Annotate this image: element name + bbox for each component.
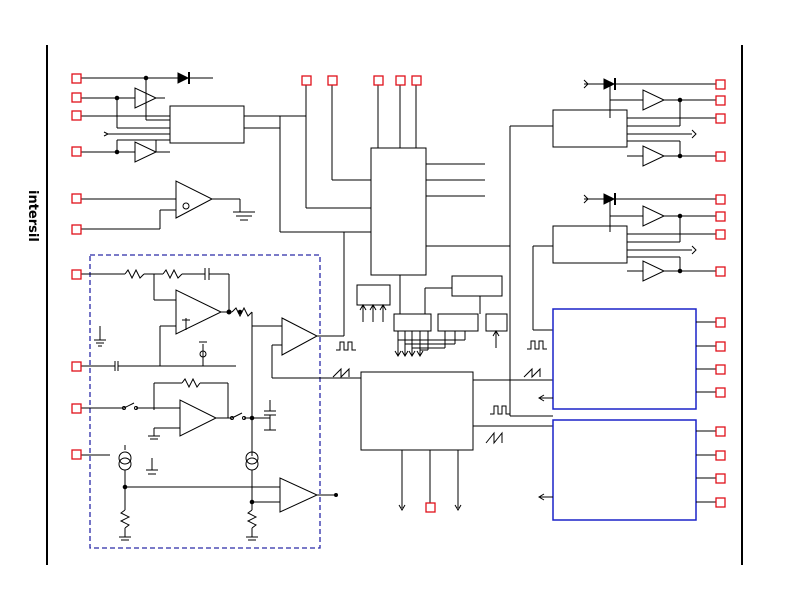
- pin[interactable]: [715, 497, 726, 508]
- pulse-icon: [336, 341, 356, 351]
- resistor-icon: [181, 377, 201, 389]
- brand-logo: intersil: [25, 190, 40, 242]
- op-amp-icon: [179, 399, 218, 437]
- current-source-icon: [118, 451, 132, 471]
- pin[interactable]: [71, 224, 82, 235]
- pin[interactable]: [71, 449, 82, 460]
- pin[interactable]: [411, 75, 422, 86]
- pin[interactable]: [715, 194, 726, 205]
- driver-block: [552, 109, 628, 148]
- pin[interactable]: [71, 110, 82, 121]
- capacitor-icon: [204, 268, 210, 280]
- comparator-icon: [281, 317, 319, 356]
- pin[interactable]: [71, 193, 82, 204]
- logic-block: [437, 313, 479, 332]
- logic-block: [393, 313, 432, 332]
- pin[interactable]: [71, 146, 82, 157]
- pin[interactable]: [715, 317, 726, 328]
- ground-icon: [148, 435, 160, 440]
- pin[interactable]: [715, 266, 726, 277]
- pin[interactable]: [715, 450, 726, 461]
- pulse-icon: [527, 340, 547, 350]
- oscillator-block: [360, 371, 474, 451]
- pin[interactable]: [373, 75, 384, 86]
- diode-icon: [177, 72, 190, 84]
- capacitor-icon: [114, 361, 119, 371]
- logic-block: [451, 275, 503, 297]
- pin[interactable]: [395, 75, 406, 86]
- sawtooth-icon: [523, 367, 541, 379]
- pin[interactable]: [715, 426, 726, 437]
- pin-markers: [71, 73, 726, 513]
- ground-icon: [146, 469, 158, 475]
- resistor-icon: [119, 509, 131, 529]
- driver-block: [552, 225, 628, 264]
- pin[interactable]: [301, 75, 312, 86]
- control-logic-block: [370, 147, 427, 276]
- buffer-icon: [134, 141, 158, 163]
- bus-lines: [394, 331, 466, 357]
- buffer-icon: [642, 260, 666, 282]
- pin[interactable]: [715, 113, 726, 124]
- buffer-icon: [642, 205, 666, 227]
- resistor-icon: [124, 268, 145, 280]
- capacitor-icon: [264, 410, 276, 416]
- pin[interactable]: [71, 73, 82, 84]
- sawtooth-icon: [332, 367, 350, 379]
- pin[interactable]: [715, 229, 726, 240]
- pin[interactable]: [715, 341, 726, 352]
- pin[interactable]: [715, 364, 726, 375]
- ground-icon: [119, 536, 131, 541]
- resistor-icon: [246, 509, 258, 529]
- pin[interactable]: [715, 79, 726, 90]
- pin[interactable]: [71, 403, 82, 414]
- pin[interactable]: [715, 387, 726, 398]
- pwm-controller-block: [552, 419, 697, 521]
- buffer-icon: [134, 87, 158, 109]
- pwm-controller-block: [552, 308, 697, 410]
- amplifier-icon: [175, 180, 214, 219]
- buffer-icon: [642, 145, 666, 167]
- ground-icon: [246, 536, 258, 541]
- ground-icon: [233, 211, 255, 221]
- pin[interactable]: [715, 95, 726, 106]
- sawtooth-icon: [485, 431, 503, 445]
- buffer-icon: [642, 89, 666, 111]
- pin[interactable]: [715, 211, 726, 222]
- pin[interactable]: [71, 269, 82, 280]
- ground-icon: [94, 339, 106, 347]
- pin[interactable]: [327, 75, 338, 86]
- logic-block: [356, 284, 391, 306]
- resistor-icon: [162, 268, 183, 280]
- pin[interactable]: [71, 361, 82, 372]
- pin[interactable]: [715, 151, 726, 162]
- pin[interactable]: [715, 473, 726, 484]
- op-amp-icon: [175, 289, 223, 335]
- pin[interactable]: [71, 92, 82, 103]
- analog-front-end-box: [89, 254, 321, 549]
- comparator-icon: [279, 477, 319, 513]
- logic-block: [485, 313, 508, 332]
- pulse-icon: [490, 405, 510, 415]
- logic-block: [169, 105, 245, 144]
- pin[interactable]: [425, 502, 436, 513]
